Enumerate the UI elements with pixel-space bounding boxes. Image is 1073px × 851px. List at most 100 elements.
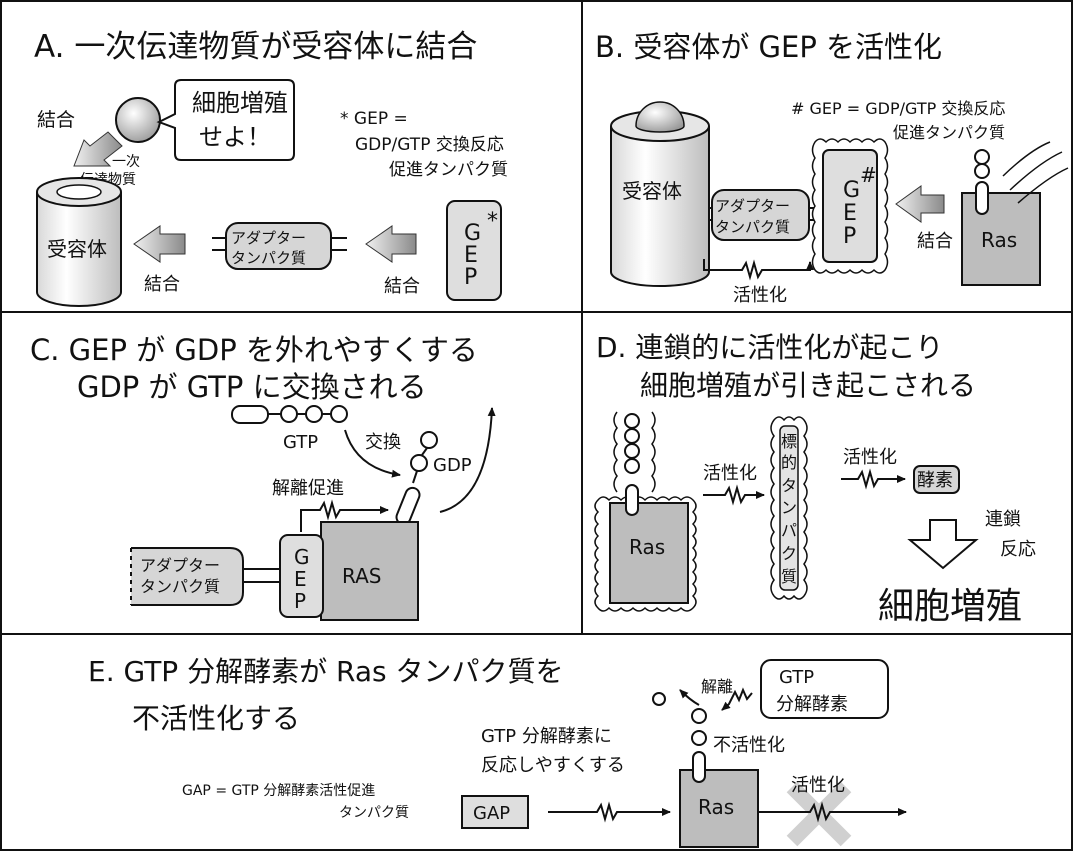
panel-c-title-line1: C. GEP が GDP を外れやすくする xyxy=(30,333,478,367)
panel-c-title-line2: GDP が GTP に交換される xyxy=(77,370,427,404)
bubble-text-line1: 細胞増殖 xyxy=(192,89,288,117)
target-char-6: 質 xyxy=(781,567,797,586)
target-char-4: パ xyxy=(781,521,797,540)
target-char-1: 的 xyxy=(781,453,797,472)
bind-label-b: 結合 xyxy=(917,231,953,252)
release-arrow-e xyxy=(679,689,700,706)
gep-letter-e-c: E xyxy=(294,567,307,591)
exchange-arrow xyxy=(344,429,401,478)
panel-c: C. GEP が GDP を外れやすくする GDP が GTP に交換される G… xyxy=(30,333,496,621)
bind-arrow-icon-3 xyxy=(365,225,417,263)
proliferation-label: 細胞増殖 xyxy=(878,586,1022,627)
target-char-2: タ xyxy=(781,476,797,495)
ras-label-e: Ras xyxy=(698,795,734,819)
gtpase-label-line2: 分解酵素 xyxy=(776,694,848,715)
gap-label: GAP xyxy=(473,803,510,824)
panel-a-title: A. 一次伝達物質が受容体に結合 xyxy=(34,29,477,65)
ras-protein-b: Ras xyxy=(961,149,1041,286)
panel-e: E. GTP 分解酵素が Ras タンパク質を 不活性化する GTP 分解酵素に… xyxy=(88,655,907,848)
bind-arrow-icon-b xyxy=(895,185,945,223)
bind-label-3: 結合 xyxy=(384,276,420,297)
speech-bubble: 細胞増殖 せよ！ xyxy=(156,79,295,161)
panel-a: A. 一次伝達物質が受容体に結合 細胞増殖 せよ！ 結合 一次 伝達物質 * G… xyxy=(34,29,508,307)
enzyme-label: 酵素 xyxy=(917,470,953,491)
adapter-protein-b: アダプター タンパク質 xyxy=(709,189,821,241)
messenger-label-line1: 一次 xyxy=(112,154,140,170)
activation-arrow-d1 xyxy=(703,484,765,506)
adapter-protein: アダプター タンパク質 xyxy=(212,222,347,270)
adapter-label-line1-c: アダプター xyxy=(140,556,220,575)
target-protein: 標 的 タ ン パ ク 質 xyxy=(770,416,808,600)
target-char-5: ク xyxy=(781,544,797,563)
activate-label-e: 活性化 xyxy=(791,775,845,796)
release-label-e: 解離 xyxy=(701,677,733,696)
gap-box xyxy=(461,795,529,829)
gep-note-line2-b: 促進タンパク質 xyxy=(893,123,1005,142)
activate-label-d2: 活性化 xyxy=(843,447,897,468)
gep-letter-p-c: P xyxy=(294,589,306,613)
release-arrow xyxy=(439,407,496,513)
gtp-molecule xyxy=(231,405,348,424)
chain-label-line1: 連鎖 xyxy=(985,509,1021,530)
gap-def-line2: タンパク質 xyxy=(339,805,409,821)
panel-d-title-line1: D. 連鎖的に活性化が起こり xyxy=(596,331,943,364)
release-promote-arrow xyxy=(300,499,389,532)
ras-label-d: Ras xyxy=(629,535,665,559)
react-label-line2: 反応しやすくする xyxy=(481,755,625,776)
gap-arrow xyxy=(548,801,671,823)
released-phosphate xyxy=(652,692,666,706)
gep-letter-p-b: P xyxy=(843,224,856,249)
receptor-cylinder-icon-b xyxy=(610,101,710,287)
gdp-label: GDP xyxy=(433,455,472,476)
gdp-molecule xyxy=(395,431,438,526)
gep-note-line1-b: # GEP = GDP/GTP 交換反応 xyxy=(791,99,1005,118)
gep-letter-g-b: G xyxy=(843,178,860,203)
gep-letter-p: P xyxy=(464,265,477,290)
panel-d: D. 連鎖的に活性化が起こり 細胞増殖が引き起こされる Ras 活性化 標 的 … xyxy=(594,331,1036,627)
activation-arrow-b: 活性化 xyxy=(703,259,814,306)
motion-lines-icon xyxy=(1002,141,1069,204)
adapter-label-line1: アダプター xyxy=(231,229,306,247)
adapter-protein-c: アダプター タンパク質 xyxy=(130,547,280,606)
gep-mark: * xyxy=(487,209,498,234)
panel-b-title: B. 受容体が GEP を活性化 xyxy=(595,30,942,64)
bind-label-2: 結合 xyxy=(144,274,180,295)
gep-note-line3: 促進タンパク質 xyxy=(389,160,508,180)
bind-label: 結合 xyxy=(37,109,75,131)
adapter-label-line2-c: タンパク質 xyxy=(140,577,220,596)
gep-letter-g-c: G xyxy=(294,545,310,569)
ras-label-b: Ras xyxy=(981,228,1017,252)
gtp-label: GTP xyxy=(283,432,318,453)
panel-b: B. 受容体が GEP を活性化 # GEP = GDP/GTP 交換反応 促進… xyxy=(595,30,1069,306)
gep-protein-c: G E P xyxy=(279,534,324,618)
exchange-label: 交換 xyxy=(365,432,401,453)
receptor-cylinder-icon xyxy=(36,177,122,307)
target-char-3: ン xyxy=(781,498,797,517)
activation-arrow-e xyxy=(758,801,907,823)
gtpase-box xyxy=(760,659,889,719)
gep-letter-e: E xyxy=(464,243,478,268)
release-squiggle xyxy=(721,687,753,711)
panel-d-title-line2: 細胞増殖が引き起こされる xyxy=(640,369,976,402)
react-label-line1: GTP 分解酵素に xyxy=(481,726,612,747)
gtpase-label-line1: GTP xyxy=(779,667,814,688)
gep-note-line1: * GEP = xyxy=(340,109,408,129)
activate-label-d1: 活性化 xyxy=(703,463,757,484)
panel-e-title-line2: 不活性化する xyxy=(132,702,300,735)
gep-letter-e-b: E xyxy=(843,201,857,226)
ras-protein-e: Ras xyxy=(679,708,759,848)
receptor-label-b: 受容体 xyxy=(622,179,682,203)
chain-label-line2: 反応 xyxy=(1000,539,1036,560)
adapter-label-line2-b: タンパク質 xyxy=(715,218,790,236)
ras-label-c: RAS xyxy=(342,564,381,588)
gep-mark-b: # xyxy=(860,163,877,187)
gep-note-line2: GDP/GTP 交換反応 xyxy=(355,135,504,155)
gep-letter-g: G xyxy=(464,221,481,246)
target-char-0: 標 xyxy=(781,432,797,451)
adapter-label-line2: タンパク質 xyxy=(231,249,306,267)
adapter-label-line1-b: アダプター xyxy=(715,197,790,215)
activation-arrow-d2 xyxy=(841,468,906,490)
gap-def-line1: GAP = GTP 分解酵素活性促進 xyxy=(182,783,375,799)
ras-protein-c xyxy=(320,521,419,621)
